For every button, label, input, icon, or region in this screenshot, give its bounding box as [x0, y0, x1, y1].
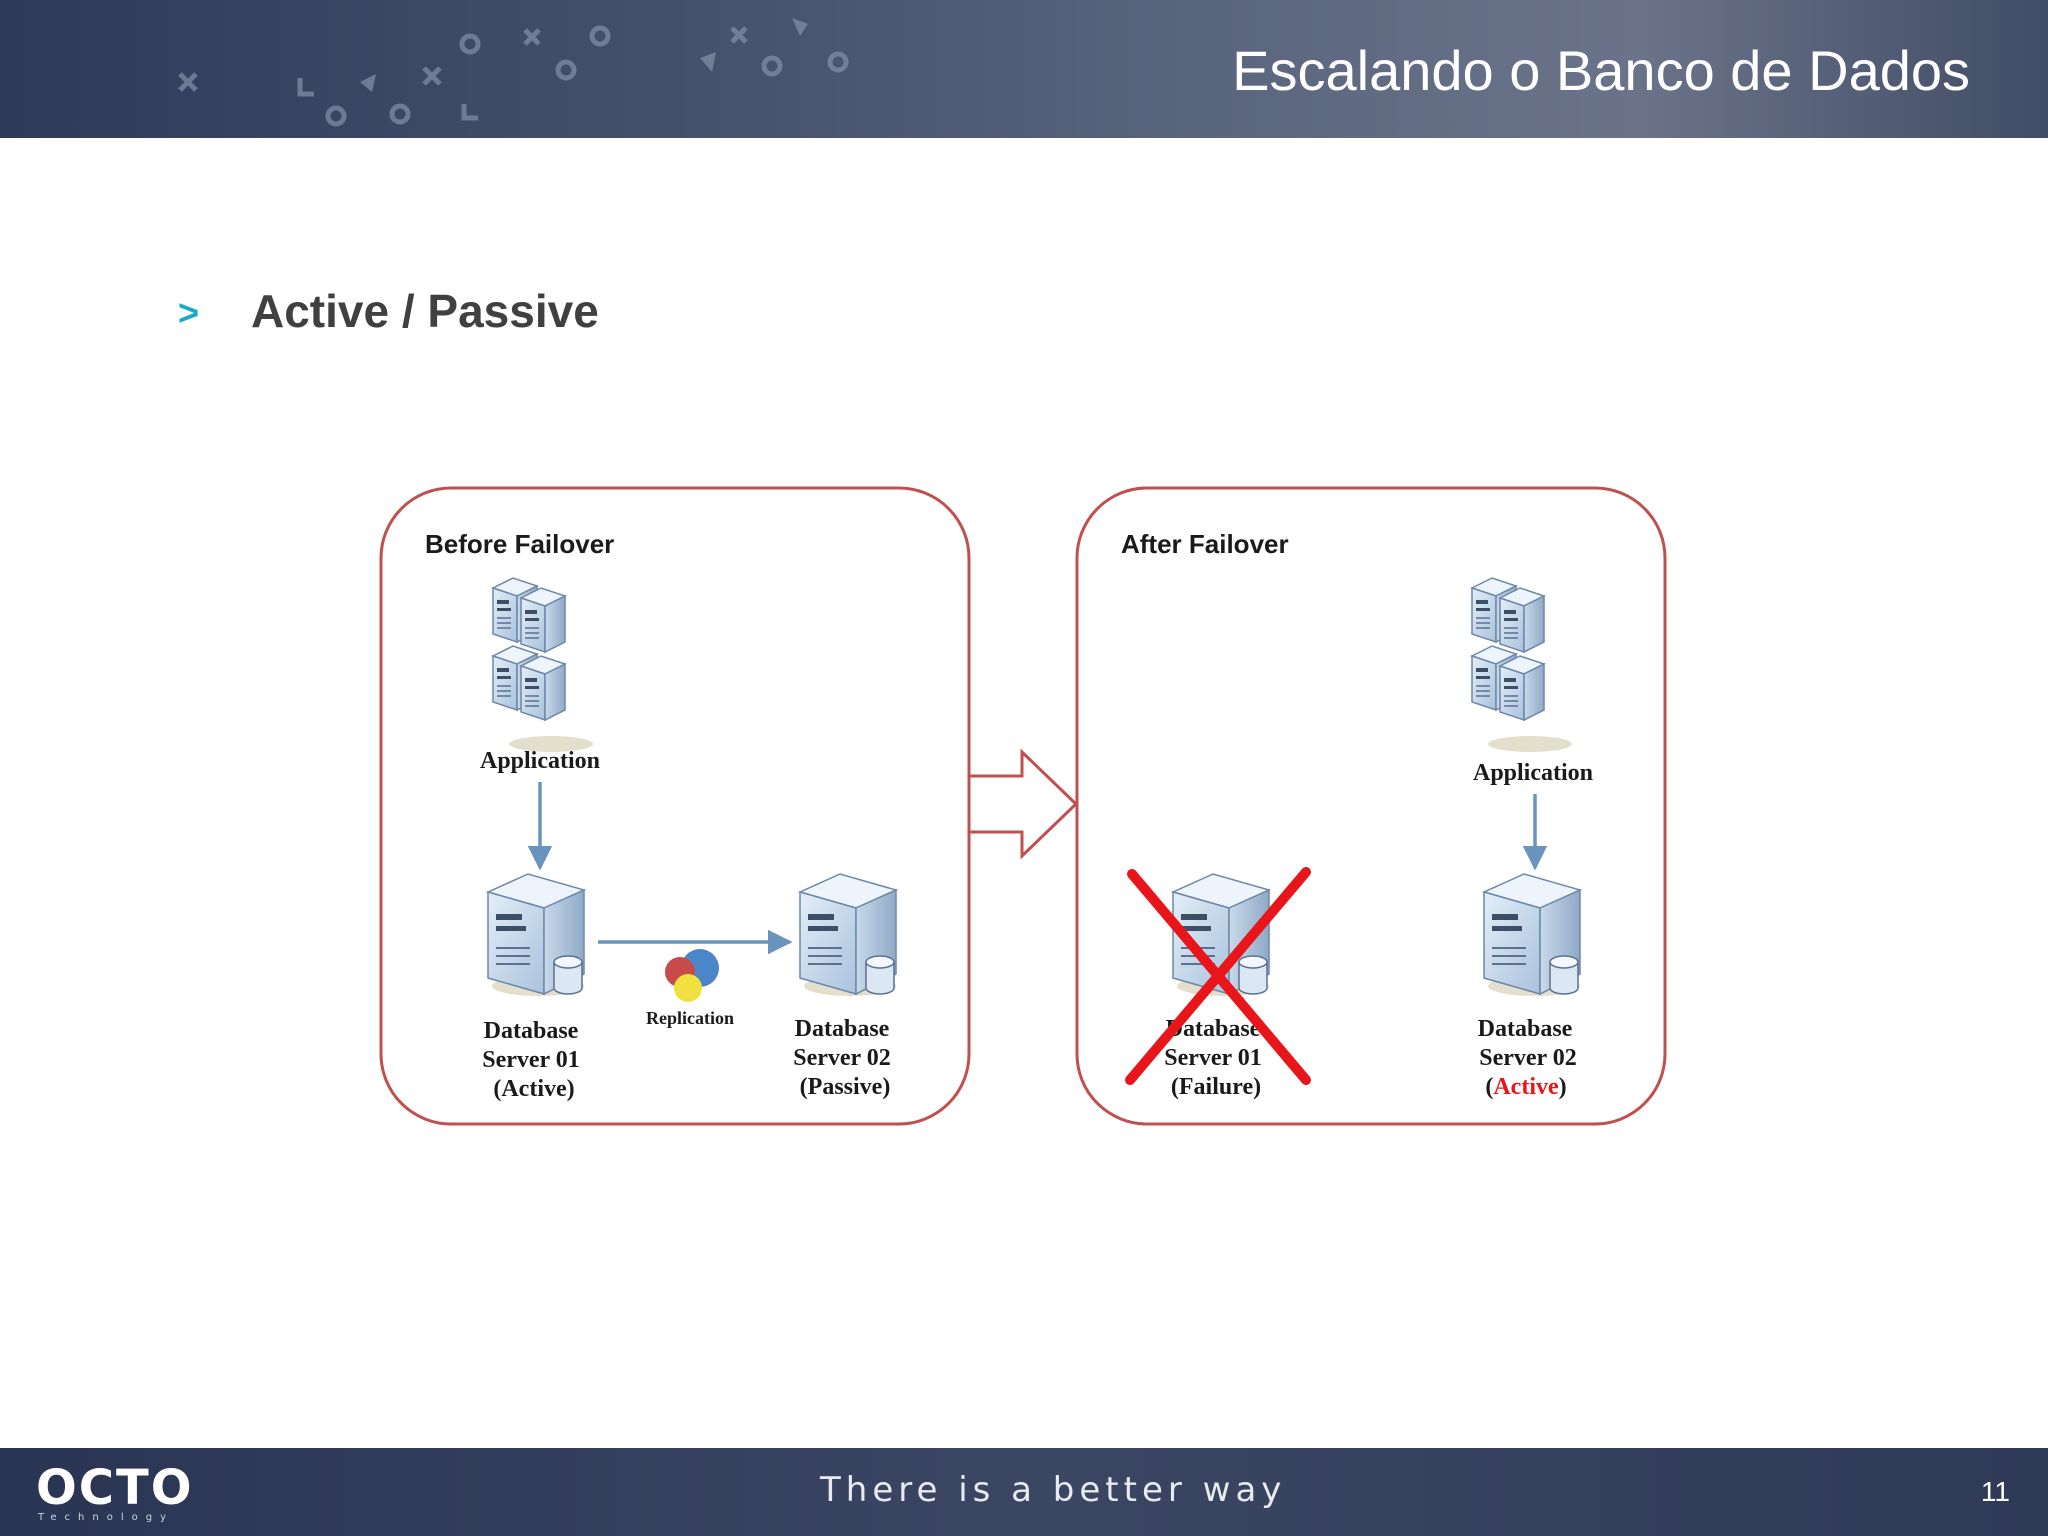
- after-db2-status: (Active): [1485, 1074, 1566, 1100]
- before-db2-label: Database Server 02 (Passive): [793, 1016, 897, 1100]
- slide-subtitle: Active / Passive: [251, 285, 599, 337]
- slide-title: Escalando o Banco de Dados: [1232, 39, 1970, 102]
- before-db1-label: Database Server 01 (Active): [482, 1018, 586, 1102]
- failover-arrow-icon: [967, 748, 1079, 860]
- before-application-label: Application: [480, 748, 600, 774]
- database-server-icon: [487, 873, 585, 997]
- page-number: 11: [1980, 1476, 2010, 1507]
- slide-footer: OCTO Technology There is a better way 11: [0, 1448, 2048, 1536]
- before-failover-label: Before Failover: [425, 529, 614, 559]
- octo-logo: OCTO: [36, 1460, 194, 1516]
- footer-tagline: There is a better way: [820, 1470, 1287, 1510]
- header-pattern: [178, 18, 849, 127]
- after-application-label: Application: [1473, 760, 1593, 786]
- replication-label: Replication: [646, 1008, 734, 1028]
- failure-x-icon: [1125, 867, 1311, 1085]
- database-server-icon: [799, 873, 897, 997]
- replication-icon: [665, 949, 719, 1002]
- bullet-marker: >: [178, 292, 200, 333]
- after-db2-label: Database Server 02: [1478, 1016, 1579, 1071]
- database-server-icon: [1483, 873, 1581, 997]
- after-failover-label: After Failover: [1121, 529, 1289, 559]
- octo-logo-subtitle: Technology: [38, 1512, 175, 1523]
- active-status-text: Active: [1493, 1074, 1559, 1100]
- slide-header: Escalando o Banco de Dados: [0, 0, 2048, 138]
